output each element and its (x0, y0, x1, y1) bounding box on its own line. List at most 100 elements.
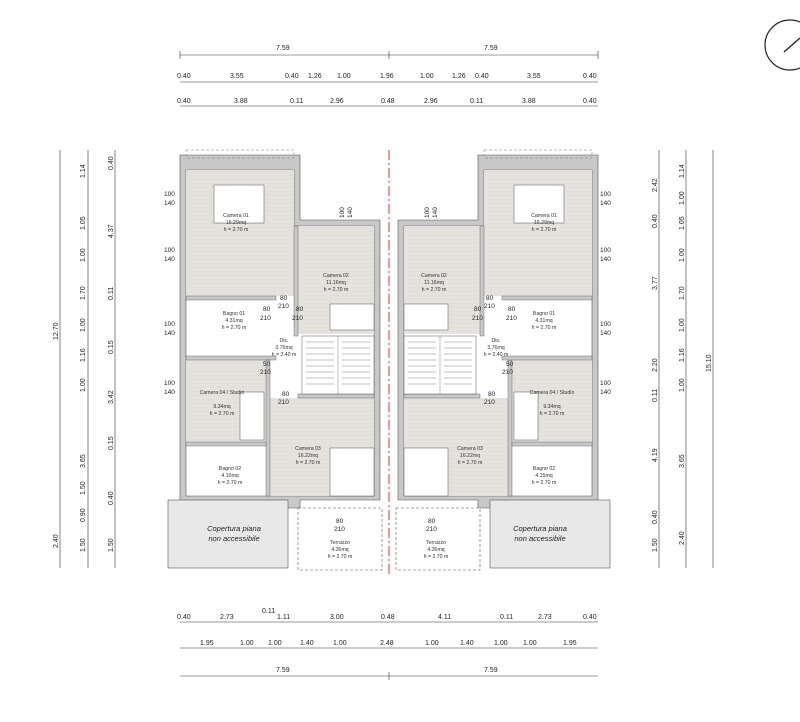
svg-text:16.29mq: 16.29mq (534, 220, 554, 226)
svg-text:1.96: 1.96 (380, 73, 394, 80)
svg-text:1.26: 1.26 (308, 73, 322, 80)
svg-text:100: 100 (600, 380, 611, 387)
room-label-camera-01-left: Camera 01 16.29mq h = 2.70 m (223, 213, 249, 233)
svg-text:h = 2.40 m: h = 2.40 m (484, 352, 509, 358)
svg-text:100: 100 (600, 247, 611, 254)
svg-text:1.00: 1.00 (420, 73, 434, 80)
svg-text:80: 80 (428, 518, 436, 525)
bed-camera-03-left (329, 447, 375, 497)
svg-text:Copertura piana: Copertura piana (513, 524, 567, 533)
svg-text:1.00: 1.00 (523, 640, 537, 647)
svg-text:100: 100 (600, 321, 611, 328)
bed-camera-02-right (403, 303, 449, 331)
window-tags-left: 100 140 100 140 100 140 100 140 (164, 191, 175, 396)
bed-camera-01-left (213, 184, 265, 224)
svg-text:0.40: 0.40 (108, 491, 115, 505)
svg-text:0.40: 0.40 (583, 98, 597, 105)
svg-text:210: 210 (502, 369, 513, 376)
svg-text:100: 100 (600, 191, 611, 198)
bed-camera-04-right (513, 391, 539, 441)
svg-text:3.88: 3.88 (234, 98, 248, 105)
svg-text:h = 2.70 m: h = 2.70 m (218, 480, 243, 486)
svg-text:140: 140 (432, 207, 439, 218)
window-tags-right: 100 140 100 140 100 140 100 140 (600, 191, 611, 396)
room-label-camera-04-left: Camera 04 / Studio 9.34mq h = 2.70 m (200, 390, 245, 417)
svg-text:100: 100 (164, 247, 175, 254)
svg-text:1.00: 1.00 (80, 248, 87, 262)
svg-text:1.16: 1.16 (80, 348, 87, 362)
svg-text:3.65: 3.65 (80, 454, 87, 468)
svg-text:0.40: 0.40 (177, 73, 191, 80)
room-label-camera-02-right: Camera 02 11.16mq h = 2.70 m (421, 273, 447, 293)
bottom-dimension-row-2: 1.95 1.00 1.00 1.40 1.00 2.48 1.00 1.40 … (180, 640, 598, 649)
bed-camera-04-left (239, 391, 265, 441)
dim-top-1a: 7.59 (276, 45, 290, 52)
svg-text:3.55: 3.55 (527, 73, 541, 80)
svg-text:3.76mq: 3.76mq (487, 345, 504, 351)
svg-text:Camera 03: Camera 03 (457, 446, 483, 452)
svg-text:1.00: 1.00 (268, 640, 282, 647)
svg-text:h = 2.70 m: h = 2.70 m (328, 554, 353, 560)
svg-text:80: 80 (488, 391, 496, 398)
svg-text:0.48: 0.48 (381, 98, 395, 105)
svg-text:140: 140 (600, 200, 611, 207)
svg-text:210: 210 (472, 315, 483, 322)
room-label-terrazzo-left: Terrazzo 4.36mq h = 2.70 m (328, 540, 353, 560)
svg-text:1.00: 1.00 (494, 640, 508, 647)
svg-text:0.11: 0.11 (470, 98, 483, 105)
svg-text:h = 2.70 m: h = 2.70 m (222, 325, 247, 331)
svg-text:0.15: 0.15 (108, 436, 115, 450)
svg-text:210: 210 (484, 399, 495, 406)
room-label-terrazzo-right: Terrazzo 4.36mq h = 2.70 m (424, 540, 449, 560)
svg-text:2.73: 2.73 (538, 614, 552, 621)
svg-text:Terrazzo: Terrazzo (330, 540, 350, 546)
svg-text:0.11: 0.11 (108, 287, 115, 300)
stair-left (301, 335, 375, 395)
svg-text:210: 210 (426, 526, 437, 533)
svg-text:11.16mq: 11.16mq (326, 280, 346, 286)
svg-text:Terrazzo: Terrazzo (426, 540, 446, 546)
svg-text:80: 80 (336, 518, 344, 525)
room-label-bagno-02-right: Bagno 02 4.15mq h = 2.70 m (532, 466, 557, 486)
svg-text:80: 80 (296, 306, 304, 313)
svg-text:210: 210 (506, 315, 517, 322)
door-tags: 80 210 80 210 80 210 50 210 80 210 80 21… (260, 295, 517, 533)
room-label-camera-03-right: Camera 03 16.22mq h = 2.70 m (457, 446, 483, 466)
svg-text:non accessibile: non accessibile (208, 534, 259, 543)
bed-camera-03-right (403, 447, 449, 497)
right-dimension-columns: 2.42 0.40 3.77 2.20 0.11 4.19 0.40 1.50 … (652, 150, 714, 568)
svg-text:1.14: 1.14 (80, 164, 87, 178)
roof-right (489, 499, 611, 569)
north-arrow-icon (764, 19, 800, 71)
room-label-dis-left: Dis. 3.76mq h = 2.40 m (272, 338, 297, 358)
svg-text:1.00: 1.00 (679, 318, 686, 332)
svg-text:0.40: 0.40 (285, 73, 299, 80)
svg-text:0.40: 0.40 (108, 156, 115, 170)
svg-text:1.50: 1.50 (652, 538, 659, 552)
room-label-camera-03-left: Camera 03 16.22mq h = 2.70 m (295, 446, 321, 466)
bottom-dimension-row-3: 7.59 7.59 (180, 667, 598, 680)
svg-text:Camera 04 / Studio: Camera 04 / Studio (530, 390, 575, 396)
svg-text:4.31mq: 4.31mq (225, 318, 242, 324)
svg-text:100: 100 (424, 207, 431, 218)
svg-text:140: 140 (164, 200, 175, 207)
room-label-dis-right: Dis. 3.76mq h = 2.40 m (484, 338, 509, 358)
svg-text:0.11: 0.11 (500, 614, 513, 621)
svg-text:3.00: 3.00 (330, 614, 344, 621)
svg-text:140: 140 (600, 330, 611, 337)
svg-text:80: 80 (280, 295, 288, 302)
svg-text:0.40: 0.40 (475, 73, 489, 80)
svg-text:h = 2.70 m: h = 2.70 m (210, 411, 235, 417)
svg-text:100: 100 (164, 380, 175, 387)
svg-text:3.65: 3.65 (679, 454, 686, 468)
svg-text:1.05: 1.05 (80, 216, 87, 230)
svg-text:140: 140 (164, 389, 175, 396)
svg-text:1.40: 1.40 (300, 640, 314, 647)
svg-text:3.76mq: 3.76mq (275, 345, 292, 351)
svg-text:0.40: 0.40 (177, 614, 191, 621)
svg-text:15.10: 15.10 (706, 354, 713, 372)
svg-text:1.00: 1.00 (333, 640, 347, 647)
svg-text:140: 140 (164, 256, 175, 263)
svg-text:0.11: 0.11 (262, 608, 275, 615)
